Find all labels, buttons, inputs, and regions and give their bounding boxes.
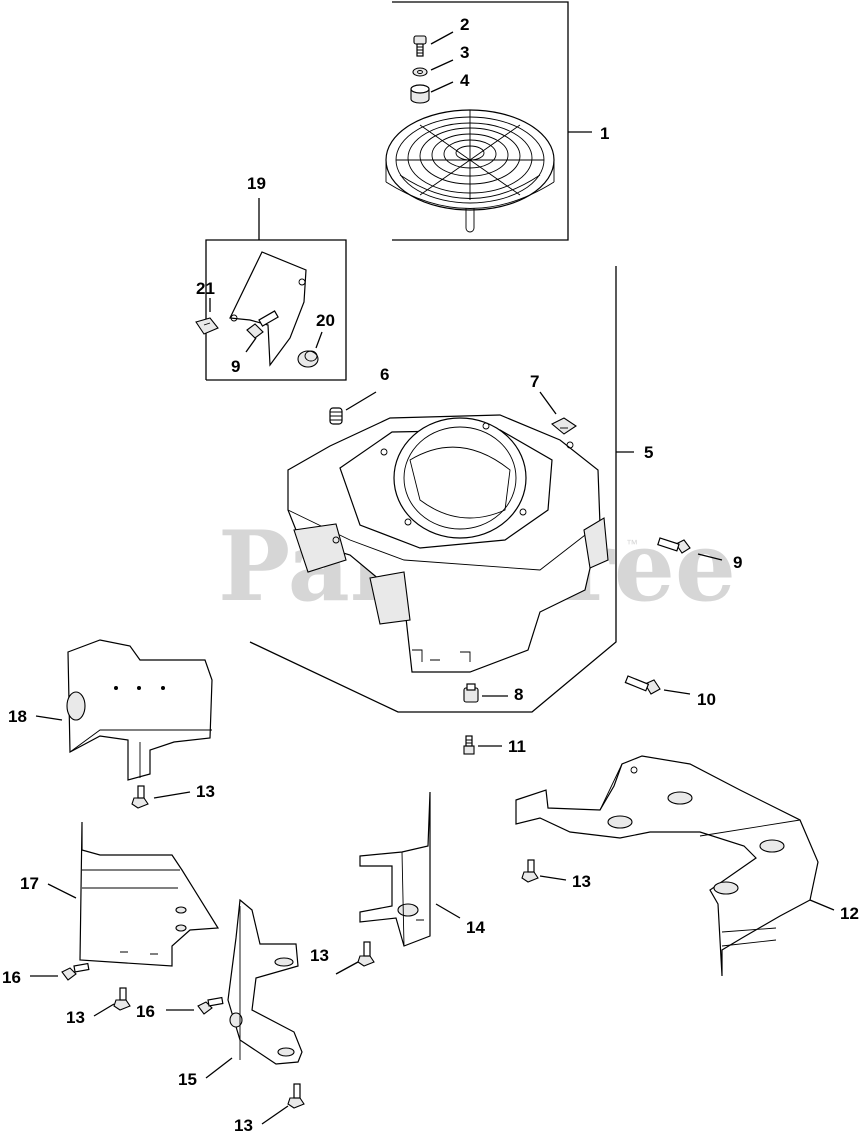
- leader-18: [35, 715, 63, 721]
- callout-3: 3: [460, 43, 469, 62]
- grass-screen-part[interactable]: [385, 109, 555, 233]
- leader-3: [430, 59, 454, 71]
- callout-9-housing: 9: [733, 553, 742, 572]
- leader-6: [345, 391, 377, 411]
- screw-part[interactable]: [61, 962, 90, 981]
- callout-19: 19: [247, 174, 266, 193]
- side-baffle-part[interactable]: [515, 755, 819, 977]
- screw-part[interactable]: [131, 785, 149, 809]
- blower-housing-part[interactable]: [287, 414, 609, 673]
- callout-11: 11: [508, 737, 526, 756]
- screw-part[interactable]: [413, 35, 427, 57]
- callout-9-baffle: 9: [231, 357, 240, 376]
- screw-part[interactable]: [521, 859, 539, 883]
- leader-13e: [261, 1105, 289, 1125]
- baffle-plate-part[interactable]: [229, 251, 307, 367]
- callout-10: 10: [697, 690, 716, 709]
- cylinder-shroud-part[interactable]: [66, 639, 213, 781]
- clip-nut-part[interactable]: [551, 417, 577, 435]
- leader-10: [663, 689, 691, 695]
- callout-7: 7: [530, 372, 539, 391]
- callout-16-center: 16: [136, 1002, 155, 1021]
- callout-13-baffle: 13: [310, 946, 329, 965]
- baffle-kit-bracket: [205, 239, 347, 381]
- screw-part[interactable]: [357, 941, 375, 967]
- baffle-kit-group: [195, 198, 347, 381]
- callout-13-shroud: 13: [196, 782, 215, 801]
- callout-12: 12: [840, 904, 859, 923]
- callout-5: 5: [644, 443, 653, 462]
- leader-14: [435, 903, 461, 919]
- leader-9a: [245, 337, 257, 353]
- callout-8: 8: [514, 685, 523, 704]
- clip-part[interactable]: [463, 683, 479, 703]
- callout-15: 15: [178, 1070, 197, 1089]
- callout-13-bracket: 13: [234, 1116, 253, 1135]
- screen-group-bracket: [392, 1, 569, 241]
- callout-21: 21: [196, 279, 215, 298]
- lower-shroud-part[interactable]: [79, 821, 220, 967]
- blower-housing-group: [249, 266, 634, 713]
- nut-part[interactable]: [195, 317, 219, 335]
- washer-part[interactable]: [412, 67, 428, 77]
- spring-part[interactable]: [329, 407, 343, 425]
- screw-part[interactable]: [113, 987, 131, 1011]
- mounting-bracket-part[interactable]: [227, 898, 303, 1065]
- leader-13c: [335, 961, 359, 975]
- screw-part[interactable]: [657, 537, 691, 554]
- leader-13d: [539, 875, 567, 881]
- callout-18: 18: [8, 707, 27, 726]
- plug-part[interactable]: [297, 350, 319, 368]
- watermark-trademark: ™: [626, 537, 638, 551]
- leader-4: [430, 81, 454, 93]
- screw-part[interactable]: [624, 675, 661, 695]
- screen-group: [385, 1, 592, 241]
- leader-2: [430, 31, 454, 45]
- screw-part[interactable]: [463, 735, 475, 755]
- callout-1: 1: [600, 124, 609, 143]
- callout-13-lower-left: 13: [66, 1008, 85, 1027]
- screw-part[interactable]: [287, 1083, 305, 1109]
- leader-13a: [153, 791, 191, 799]
- callout-13-side-baffle: 13: [572, 872, 591, 891]
- blower-housing-bracket: [249, 266, 617, 713]
- callout-14: 14: [466, 918, 485, 937]
- screw-part[interactable]: [197, 996, 224, 1015]
- screw-part[interactable]: [246, 310, 279, 339]
- callout-4: 4: [460, 71, 470, 90]
- leader-17: [47, 883, 77, 899]
- callout-17: 17: [20, 874, 39, 893]
- leader-20: [315, 331, 323, 349]
- leader-12: [809, 899, 835, 911]
- leader-9b: [697, 553, 723, 561]
- cylinder-baffle-part[interactable]: [359, 791, 431, 947]
- spacer-part[interactable]: [410, 84, 430, 104]
- leader-15: [205, 1057, 233, 1079]
- callout-16-left: 16: [2, 968, 21, 987]
- callout-20: 20: [316, 311, 335, 330]
- leader-7: [539, 391, 557, 415]
- callout-2: 2: [460, 15, 469, 34]
- callout-6: 6: [380, 365, 389, 384]
- leader-13b: [93, 1003, 115, 1017]
